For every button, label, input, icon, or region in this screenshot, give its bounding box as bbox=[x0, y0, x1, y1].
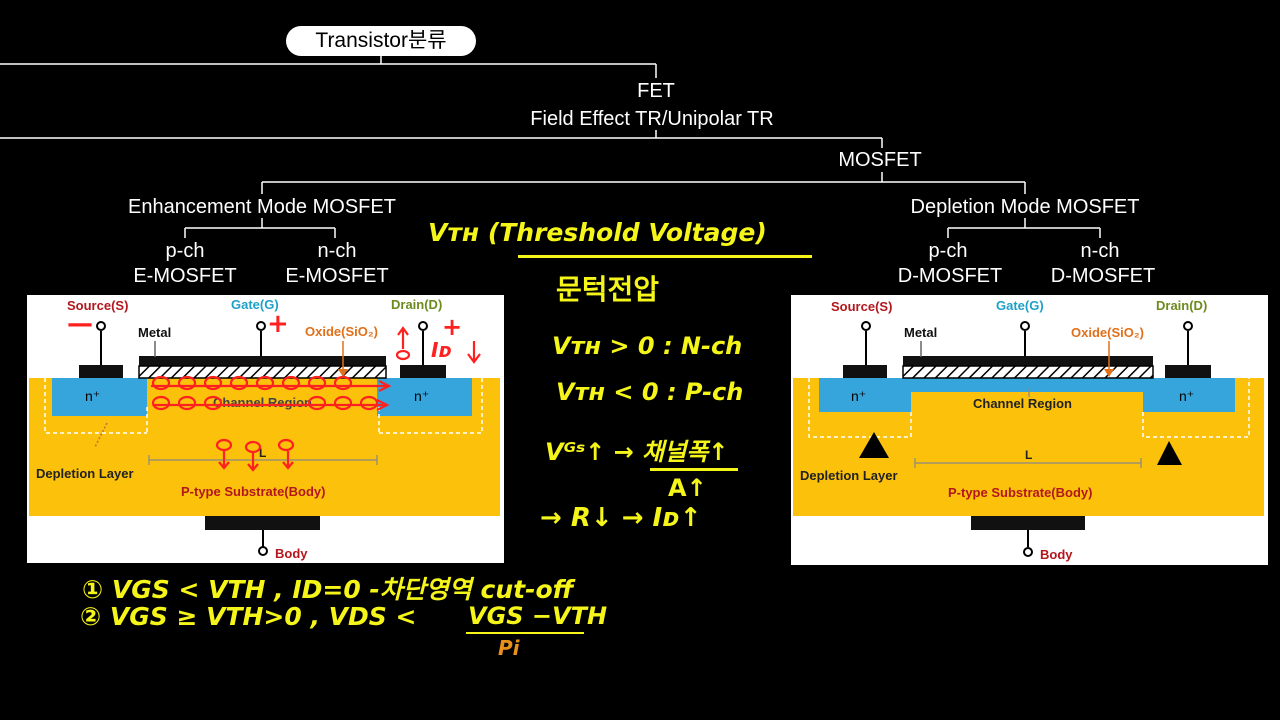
depletion-mosfet-diagram: Source(S) Gate(G) Drain(D) Metal Oxide(S… bbox=[791, 295, 1268, 565]
channel-underline bbox=[650, 468, 738, 471]
d-mosfet-p-ch-line1: p-ch bbox=[928, 240, 968, 262]
gate-oxide bbox=[902, 365, 1154, 379]
drain-plus-annotation: + bbox=[442, 313, 462, 341]
source-label: Source(S) bbox=[831, 299, 892, 314]
d-mosfet-n-ch-line2: D-MOSFET bbox=[1050, 265, 1156, 287]
d-mosfet-n-ch-line1: n-ch bbox=[1080, 240, 1120, 262]
condition-1-note: ① VGS < VTH , ID=0 -차단영역 cut-off bbox=[82, 575, 574, 604]
id-annotation: Iᴅ bbox=[431, 338, 452, 362]
n-plus-source-region bbox=[819, 378, 911, 412]
gate-label: Gate(G) bbox=[996, 298, 1044, 313]
drain-label: Drain(D) bbox=[1156, 298, 1207, 313]
drain-contact bbox=[1165, 365, 1211, 378]
condition-2-note: ② VGS ≥ VTH>0 , VDS < bbox=[80, 602, 417, 631]
fraction-bar bbox=[466, 632, 584, 634]
e-mosfet-p-ch-line1: p-ch bbox=[165, 240, 205, 262]
enhancement-mosfet-diagram: Source(S) Gate(G) Drain(D) Metal Oxide(S… bbox=[27, 295, 504, 563]
e-mosfet-n-ch-line2: E-MOSFET bbox=[285, 265, 389, 287]
n-plus-right-label: n⁺ bbox=[1179, 388, 1194, 404]
mosfet-label: MOSFET bbox=[838, 149, 922, 171]
e-mosfet-n-ch-line1: n-ch bbox=[317, 240, 357, 262]
vgs-channel-note: Vᴳˢ↑ → 채널폭↑ bbox=[545, 438, 729, 466]
e-mosfet-p-ch-line2: E-MOSFET bbox=[133, 265, 237, 287]
n-plus-left-label: n⁺ bbox=[85, 388, 100, 404]
source-label: Source(S) bbox=[67, 298, 128, 313]
gate-label: Gate(G) bbox=[231, 297, 279, 312]
metal-label: Metal bbox=[138, 325, 171, 340]
hierarchy-lines bbox=[0, 56, 1101, 238]
depletion-layer-label: Depletion Layer bbox=[800, 468, 898, 483]
depletion-layer-label: Depletion Layer bbox=[36, 466, 134, 481]
resistance-current-note: → R↓ → Iᴅ↑ bbox=[540, 503, 702, 533]
metal-label: Metal bbox=[904, 325, 937, 340]
n-plus-left-label: n⁺ bbox=[851, 388, 866, 404]
fet-label: FET bbox=[637, 80, 675, 102]
condition-2-fraction-denominator: Pi bbox=[498, 636, 520, 660]
length-label: L bbox=[1025, 448, 1032, 462]
d-mosfet-p-ch-line2: D-MOSFET bbox=[897, 265, 1003, 287]
n-plus-right-label: n⁺ bbox=[414, 388, 429, 404]
drain-contact bbox=[400, 365, 446, 378]
drain-label: Drain(D) bbox=[391, 297, 442, 312]
oxide-label: Oxide(SiO₂) bbox=[1071, 325, 1144, 340]
gate-metal bbox=[139, 356, 386, 366]
body-contact bbox=[971, 516, 1085, 530]
vth-title-note: Vᴛʜ (Threshold Voltage) bbox=[428, 218, 767, 247]
n-plus-source-region bbox=[52, 378, 147, 416]
vth-korean-note: 문턱전압 bbox=[556, 273, 660, 306]
body-label: Body bbox=[275, 546, 308, 561]
source-contact bbox=[843, 365, 887, 378]
channel-region bbox=[911, 378, 1143, 392]
source-contact bbox=[79, 365, 123, 378]
gate-metal bbox=[903, 356, 1153, 366]
root-node: Transistor분류 bbox=[286, 26, 476, 56]
substrate-label: P-type Substrate(Body) bbox=[181, 484, 325, 499]
vth-positive-note: Vᴛʜ > 0 : N-ch bbox=[552, 332, 743, 360]
triangle-marker-right bbox=[1157, 441, 1182, 465]
source-minus-annotation: — bbox=[67, 309, 93, 339]
triangle-marker-left bbox=[859, 432, 889, 458]
electron-annotations bbox=[151, 326, 481, 472]
fet-full-label: Field Effect TR/Unipolar TR bbox=[530, 108, 774, 130]
body-contact bbox=[205, 516, 320, 530]
vth-underline bbox=[518, 255, 812, 258]
body-label: Body bbox=[1040, 547, 1073, 562]
vth-negative-note: Vᴛʜ < 0 : P-ch bbox=[556, 378, 744, 406]
channel-region-label: Channel Region bbox=[213, 395, 312, 410]
n-plus-drain-region bbox=[377, 378, 472, 416]
enhancement-mode-label: Enhancement Mode MOSFET bbox=[128, 196, 396, 218]
substrate-label: P-type Substrate(Body) bbox=[948, 485, 1092, 500]
depletion-mode-label: Depletion Mode MOSFET bbox=[910, 196, 1140, 218]
length-label: L bbox=[259, 446, 266, 460]
channel-region-label: Channel Region bbox=[973, 396, 1072, 411]
area-note: A↑ bbox=[668, 474, 707, 502]
gate-plus-annotation: + bbox=[267, 309, 289, 339]
oxide-label: Oxide(SiO₂) bbox=[305, 324, 378, 339]
condition-2-fraction-numerator: VGS −VTH bbox=[468, 602, 608, 630]
n-plus-drain-region bbox=[1143, 378, 1235, 412]
